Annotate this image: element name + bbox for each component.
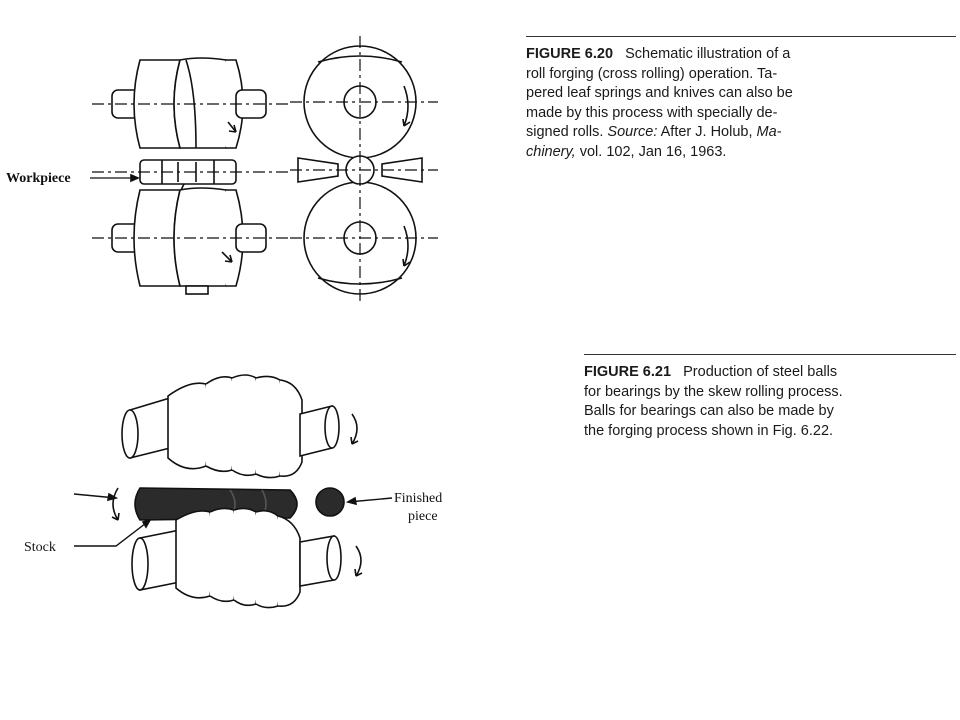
finished-ball	[315, 487, 345, 517]
figure-6-21-illustration: Finished piece Stock	[24, 374, 442, 609]
caption-line: for bearings by the skew rolling process…	[584, 383, 843, 400]
caption-line: Schematic illustration of a	[625, 46, 791, 62]
caption-journal: chinery,	[526, 143, 576, 160]
upper-skew-roll	[121, 374, 359, 479]
caption-line: pered leaf springs and knives can also b…	[526, 85, 793, 101]
caption-line: vol. 102, Jan 16, 1963.	[579, 143, 727, 160]
finished-label: Finished	[394, 491, 442, 506]
caption-rule	[526, 36, 956, 37]
piece-label: piece	[408, 509, 438, 524]
figure-6-21-label: FIGURE 6.21	[584, 364, 672, 380]
caption-line: signed rolls.	[526, 124, 604, 140]
figure-6-21-caption: FIGURE 6.21 Production of steel balls fo…	[584, 354, 956, 441]
figure-6-20-illustration: Workpiece	[6, 36, 438, 302]
caption-journal: Ma-	[756, 124, 782, 140]
workpiece-label: Workpiece	[6, 171, 71, 186]
figure-6-20-caption: FIGURE 6.20 Schematic illustration of a …	[526, 36, 956, 162]
stock-label: Stock	[24, 540, 56, 555]
caption-line: Production of steel balls	[683, 364, 838, 380]
caption-line: roll forging (cross rolling) operation. …	[526, 65, 778, 82]
figure-6-20-label: FIGURE 6.20	[526, 46, 614, 62]
caption-line: Balls for bearings can also be made by	[584, 403, 834, 419]
lower-skew-roll	[131, 507, 363, 609]
caption-line: made by this process with specially de-	[526, 104, 778, 121]
caption-line: the forging process shown in Fig. 6.22.	[584, 422, 834, 439]
caption-source-label: Source:	[607, 124, 658, 140]
caption-line: After J. Holub,	[660, 124, 753, 140]
upper-roll	[111, 57, 267, 149]
caption-rule	[584, 354, 956, 355]
lower-roll	[111, 187, 267, 295]
